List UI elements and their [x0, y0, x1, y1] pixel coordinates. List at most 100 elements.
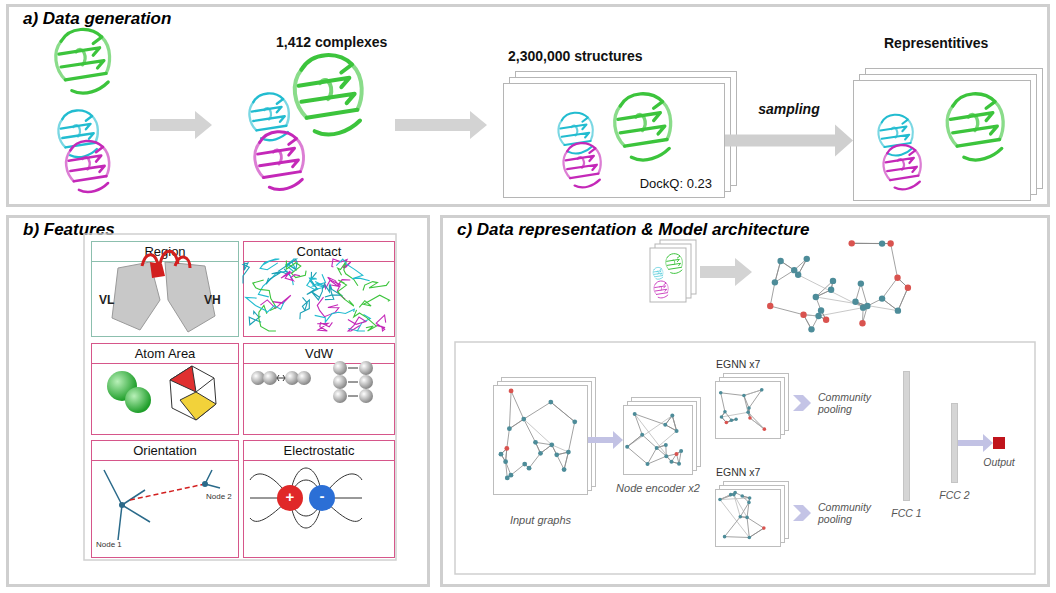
graph-node — [746, 411, 750, 415]
graph-node — [509, 473, 514, 478]
graph-edge — [750, 418, 764, 429]
contact-scribble — [354, 310, 377, 331]
graph-node — [646, 462, 650, 466]
output-square: Output — [993, 437, 1005, 449]
illustration-part — [205, 470, 220, 488]
illustration-part — [251, 371, 265, 385]
graph-node — [548, 400, 553, 405]
illustration-part — [84, 234, 396, 560]
graph-edge — [507, 429, 510, 449]
graph-edge — [734, 495, 740, 517]
graph-node — [763, 427, 767, 431]
graph-node — [852, 299, 858, 305]
illustration-part — [249, 93, 288, 140]
graph-edge — [635, 414, 643, 435]
graph-node — [808, 326, 814, 332]
contact-scribble — [317, 297, 339, 317]
graph-node — [725, 421, 729, 425]
graph-node — [664, 443, 668, 447]
node-text: VdW — [244, 344, 394, 364]
graph-node — [733, 491, 737, 495]
graph-edge — [551, 402, 575, 422]
illustration-part — [359, 375, 373, 389]
graph-edge — [665, 416, 672, 425]
graph-node — [507, 426, 512, 431]
node-axis-label: Node 2 — [206, 492, 232, 501]
graph-node — [777, 258, 783, 264]
graph-edge — [891, 244, 898, 278]
illustration-part — [700, 258, 752, 286]
graph-edge — [721, 412, 724, 417]
illustration-part — [250, 498, 290, 521]
illustration-part — [125, 387, 151, 413]
graph-node — [521, 417, 526, 422]
contact-scribble — [258, 271, 293, 297]
edge-label: sampling — [758, 101, 819, 117]
graph-node — [762, 526, 766, 530]
node-text: 2,300,000 structures — [508, 48, 643, 64]
graph-edge — [557, 452, 569, 455]
graph-edge — [734, 495, 747, 518]
graph-edge — [863, 306, 867, 308]
contact-scribble — [338, 261, 358, 285]
contact-scribble — [243, 262, 249, 283]
feature-box: Atom Area — [91, 343, 239, 435]
graph-node — [549, 442, 554, 447]
graph-node — [745, 516, 749, 520]
illustration-part — [615, 94, 671, 160]
graph-edge — [816, 281, 833, 297]
graph-node — [640, 433, 644, 437]
illustration-part — [196, 378, 214, 392]
graph-edge — [536, 442, 541, 453]
graph-edge — [552, 445, 557, 455]
illustration-part — [290, 498, 322, 528]
graph-edge — [501, 454, 506, 462]
graph-edge — [726, 419, 736, 422]
graph-edge — [898, 288, 908, 311]
graph-edge — [748, 412, 764, 429]
graph-edge — [552, 445, 569, 452]
dense-layer-bar: FCC 2 — [951, 403, 958, 483]
graph-node — [748, 536, 752, 540]
graph-edge — [720, 495, 731, 500]
graph-node — [663, 423, 667, 427]
graph-edge — [804, 315, 819, 316]
illustration-part — [883, 145, 920, 189]
graph-edge — [725, 536, 750, 538]
illustration-part — [333, 361, 347, 375]
pooling-label: Community pooling — [818, 391, 880, 415]
graph-edge — [798, 259, 807, 275]
graph-edge — [816, 297, 821, 311]
contact-scribble — [348, 315, 370, 331]
panel-c-art — [455, 240, 1035, 574]
graph-node — [562, 467, 567, 472]
graph-edge — [564, 452, 568, 469]
graph-node — [503, 459, 508, 464]
node-text: Atom Area — [92, 344, 238, 364]
graph-node — [848, 240, 854, 246]
graph-edge — [819, 316, 827, 320]
graph-edge — [525, 464, 529, 468]
graph-edge — [720, 495, 731, 500]
graph-node — [864, 303, 870, 309]
graph-node — [522, 462, 527, 467]
graph-edge — [725, 517, 741, 537]
illustration-part — [290, 498, 322, 516]
graph-node — [815, 313, 821, 319]
graph-edge — [898, 278, 908, 288]
graph-edge — [744, 396, 749, 408]
graph-edge — [666, 456, 671, 462]
graph-node — [795, 272, 801, 278]
graph-edge — [642, 435, 656, 448]
graph-node — [858, 280, 864, 286]
graph-node — [772, 279, 778, 285]
graph-edge — [775, 270, 794, 282]
graph-edge — [671, 462, 679, 464]
graph-edge — [747, 517, 749, 537]
graph-node — [742, 394, 746, 398]
graph-edge — [671, 454, 676, 462]
graph-node — [723, 410, 727, 414]
illustration-part — [563, 143, 600, 187]
graph-edge — [831, 281, 833, 290]
contact-scribble — [259, 305, 276, 331]
